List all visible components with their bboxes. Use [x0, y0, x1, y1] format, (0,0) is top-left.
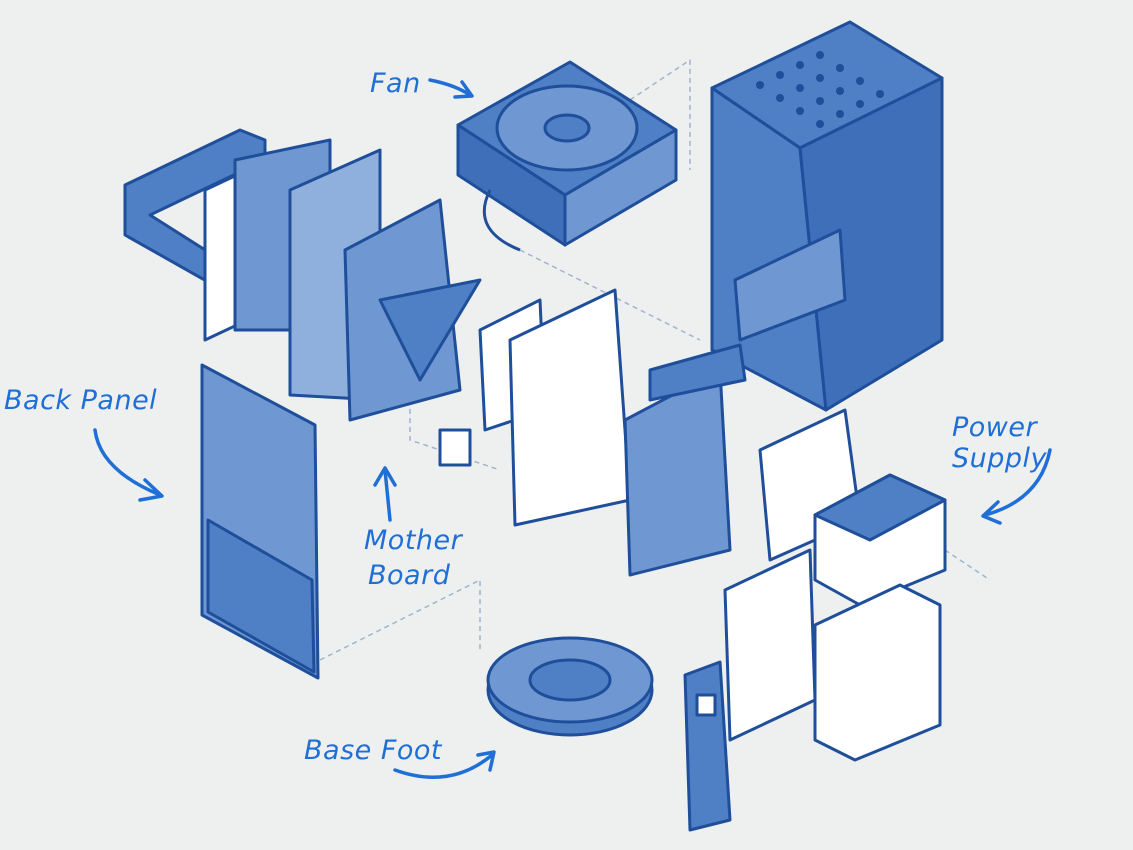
console-case [710, 20, 944, 412]
base-foot-label: Base Foot [304, 735, 442, 766]
back-panel-part [200, 363, 320, 680]
motherboard-arrow [373, 466, 397, 522]
base-foot-arrow [393, 750, 496, 780]
label-arrows [93, 78, 1052, 780]
power-supply-label: Power Supply [952, 412, 1048, 475]
fan-label: Fan [370, 68, 421, 99]
power-supply-arrow [981, 448, 1052, 525]
back-panel-arrow [93, 428, 164, 502]
mother-board-label-line2: Board [368, 560, 451, 591]
motherboard-part [343, 198, 747, 577]
fan-arrow [428, 78, 474, 99]
back-panel-label: Back Panel [4, 385, 158, 416]
fan-part [456, 60, 678, 252]
base-foot-part [486, 636, 654, 737]
power-supply-part [683, 408, 947, 832]
heatsink-assembly [123, 128, 382, 402]
mother-board-label-line1: Mother [364, 525, 463, 556]
